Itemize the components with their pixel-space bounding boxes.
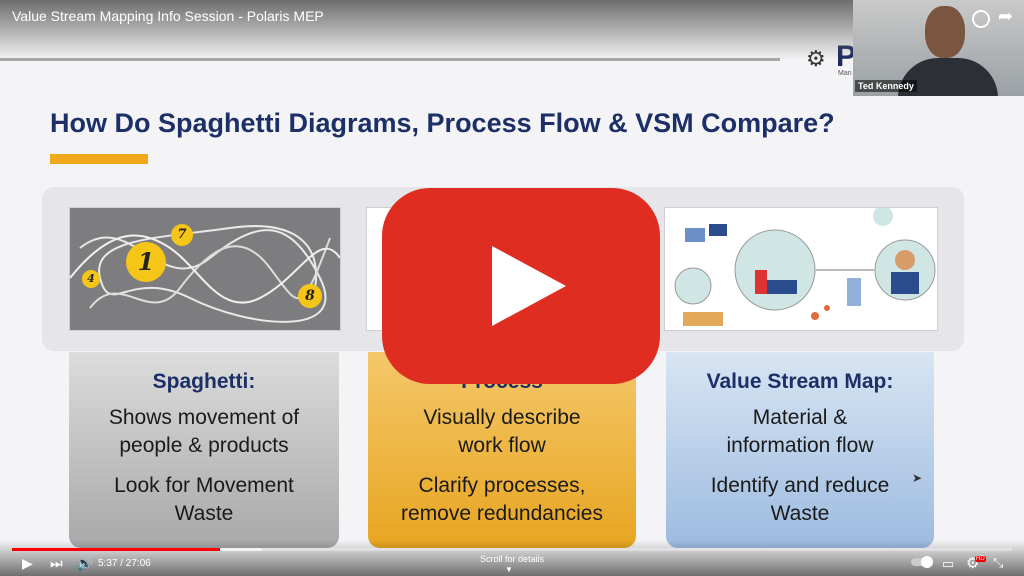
card-line: remove redundancies [401, 502, 603, 525]
spaghetti-ball: 1 [126, 242, 166, 282]
autoplay-toggle[interactable] [911, 556, 933, 568]
heading-underline [50, 154, 148, 164]
card-line: people & products [119, 434, 289, 457]
value-stream-card: Value Stream Map: Material & information… [666, 352, 934, 548]
card-line: Waste [174, 502, 234, 525]
spaghetti-ball: 4 [82, 270, 100, 288]
captions-icon[interactable]: ▭ [942, 556, 955, 571]
card-line: Material & [752, 406, 848, 429]
spaghetti-card: Spaghetti: Shows movement of people & pr… [69, 352, 339, 548]
card-line: Visually describe [423, 406, 581, 429]
spaghetti-ball: 8 [298, 284, 322, 308]
card-line: information flow [726, 434, 874, 457]
mouse-cursor-icon: ➤ [912, 471, 923, 485]
video-title[interactable]: Value Stream Mapping Info Session - Pola… [12, 8, 324, 24]
slide-heading: How Do Spaghetti Diagrams, Process Flow … [50, 108, 835, 138]
webcam-overlay: Ted Kennedy [853, 0, 1024, 96]
clock-icon[interactable] [972, 10, 990, 28]
progress-bar[interactable] [12, 548, 1012, 551]
spaghetti-image: 1 7 4 8 [69, 207, 341, 331]
play-button[interactable] [382, 188, 660, 384]
card-title: Value Stream Map: [706, 370, 894, 393]
hd-badge: HD [975, 556, 986, 562]
progress-fill [12, 548, 220, 551]
value-stream-image [664, 207, 938, 331]
card-line: Waste [770, 502, 830, 525]
play-icon[interactable]: ▶ [22, 555, 33, 571]
card-line: Identify and reduce [710, 474, 890, 497]
player-controls [0, 540, 1024, 576]
fullscreen-exit-icon[interactable]: ⤡ [993, 555, 1004, 570]
skip-next-icon[interactable]: ⏭ [50, 555, 63, 571]
card-line: Look for Movement [114, 474, 294, 497]
card-line: Shows movement of [108, 406, 300, 429]
spaghetti-ball: 7 [171, 224, 193, 246]
process-card: Process Visually describe work flow Clar… [368, 352, 636, 548]
chevron-down-icon[interactable]: ▼ [505, 565, 513, 574]
play-icon [492, 246, 566, 326]
scroll-hint[interactable]: Scroll for details [479, 554, 545, 564]
card-title: Spaghetti: [152, 370, 256, 393]
share-icon[interactable]: ➦ [998, 6, 1014, 26]
toggle-knob [921, 556, 933, 568]
card-line: work flow [458, 434, 546, 457]
presenter-head [925, 6, 965, 58]
presenter-name: Ted Kennedy [855, 80, 917, 92]
time-display: 5:37 / 27:06 [98, 558, 151, 569]
volume-icon[interactable]: 🔊 [76, 555, 94, 571]
card-line: Clarify processes, [418, 474, 586, 497]
